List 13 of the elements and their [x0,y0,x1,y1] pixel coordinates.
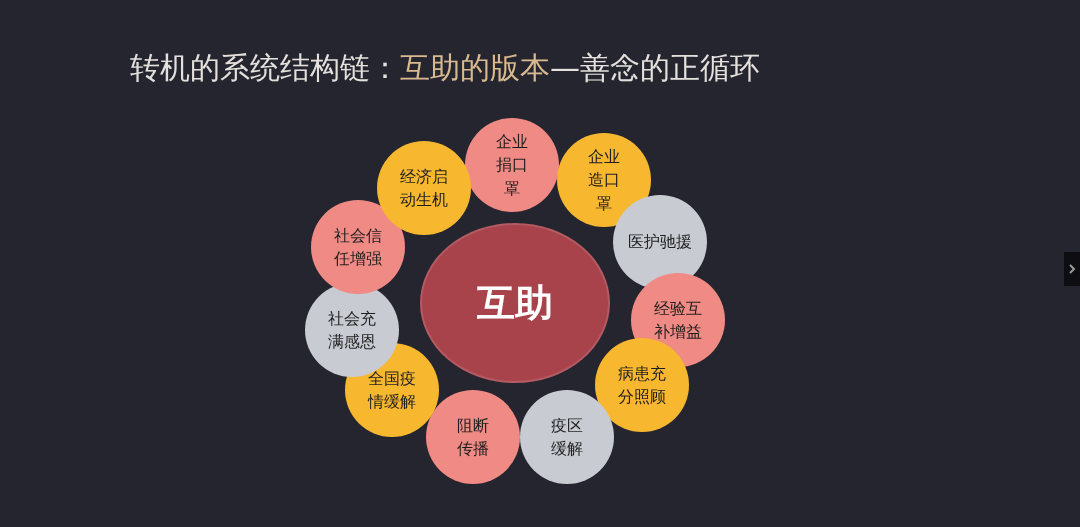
node-label: 疫区缓解 [550,414,584,460]
slide-title: 转机的系统结构链：互助的版本—善念的正循环 [130,49,760,87]
node-label: 社会信任增强 [333,224,383,270]
node-label: 病患充分照顾 [617,362,667,408]
node-label: 社会充满感恩 [327,307,377,353]
node-label: 全国疫情缓解 [367,367,417,413]
node-label: 企业造口罩 [587,146,621,215]
node-label: 阻断传播 [456,414,490,460]
node-label: 经验互补增益 [653,297,703,343]
node-label: 医护驰援 [627,231,693,254]
node-label: 企业捐口罩 [495,131,529,200]
node-label: 经济启动生机 [399,165,449,211]
node-label: 互助 [477,279,553,327]
